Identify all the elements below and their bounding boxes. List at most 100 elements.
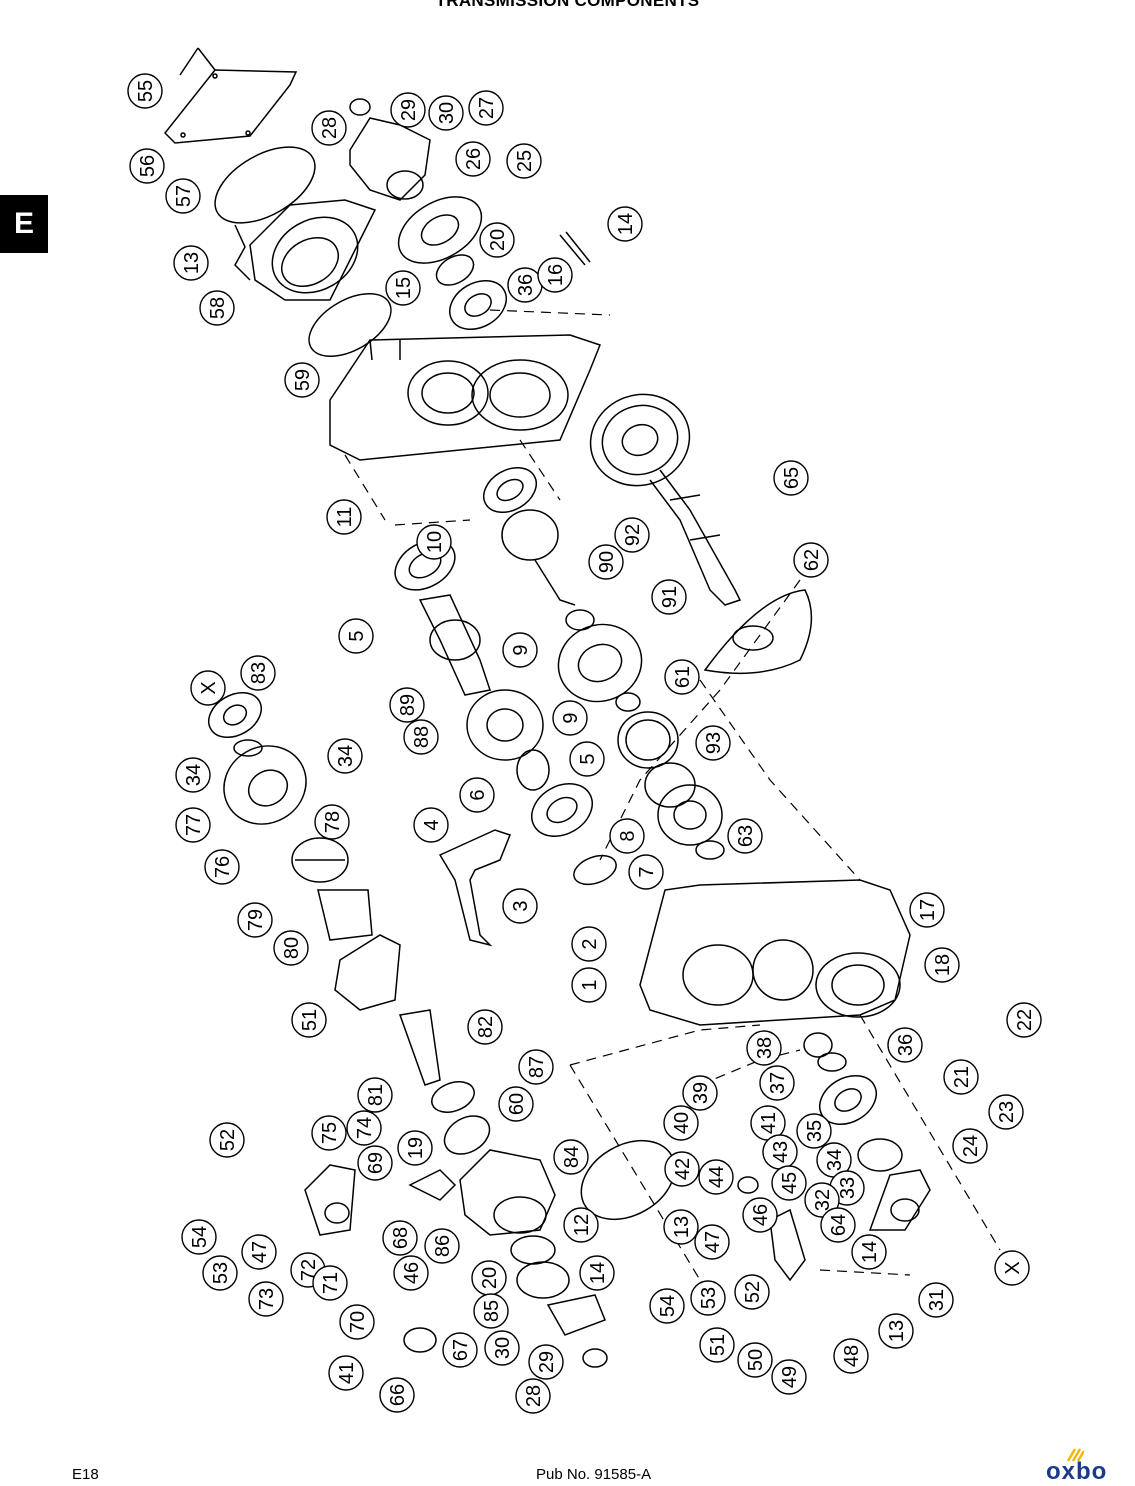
callout-number: 83 (248, 662, 270, 684)
callout-circle (199, 290, 235, 326)
callout-circle (1006, 1002, 1042, 1038)
callout-34: 34 (816, 1142, 852, 1178)
callout-number: 53 (698, 1287, 720, 1309)
callout-42: 42 (664, 1151, 700, 1187)
callout-50: 50 (737, 1342, 773, 1378)
callout-circle (773, 460, 809, 496)
callout-circle (202, 1255, 238, 1291)
bracket-32 (868, 1169, 931, 1231)
callout-number: 28 (523, 1385, 545, 1407)
callout-number: 51 (707, 1334, 729, 1356)
callout-36: 36 (507, 267, 543, 303)
callout-60: 60 (498, 1086, 534, 1122)
callout-number: 13 (671, 1216, 693, 1238)
callout-number: 15 (393, 277, 415, 299)
callout-40: 40 (663, 1105, 699, 1141)
callout-35: 35 (796, 1113, 832, 1149)
callout-circle (204, 849, 240, 885)
callout-59: 59 (284, 362, 320, 398)
callout-number: 34 (335, 745, 357, 767)
callout-56: 56 (129, 148, 165, 184)
callout-81: 81 (357, 1077, 393, 1113)
gear-9-lower (615, 692, 641, 712)
callout-number: 1 (579, 979, 601, 990)
callout-number: 32 (812, 1189, 834, 1211)
callout-circle (553, 1139, 589, 1175)
callout-13: 13 (173, 245, 209, 281)
callout-circle (241, 1234, 277, 1270)
callout-41: 41 (328, 1355, 364, 1391)
bearing-36b (819, 1075, 877, 1125)
callout-circle (473, 1293, 509, 1329)
yoke-75 (304, 1164, 356, 1236)
callout-circle (804, 1182, 840, 1218)
callout-64: 64 (820, 1207, 856, 1243)
ring-37 (817, 1052, 847, 1072)
callout-circle (190, 670, 226, 706)
callout-circle (664, 1151, 700, 1187)
callout-circle (382, 1220, 418, 1256)
callout-82: 82 (467, 1009, 503, 1045)
callout-26: 26 (455, 141, 491, 177)
callout-39: 39 (682, 1075, 718, 1111)
callout-87: 87 (518, 1049, 554, 1085)
callout-52: 52 (209, 1122, 245, 1158)
callout-number: 93 (703, 732, 725, 754)
shaft-81 (398, 1009, 441, 1086)
callout-number: 5 (577, 753, 599, 764)
callout-number: 27 (476, 97, 498, 119)
callout-circle (314, 804, 350, 840)
bearing-5b (531, 783, 593, 837)
callout-62: 62 (793, 542, 829, 578)
logo-mark-icon (1066, 1448, 1084, 1462)
cap-66-67 (403, 1327, 437, 1353)
callout-number: 24 (960, 1135, 982, 1157)
callout-X: X (190, 670, 226, 706)
callout-32: 32 (804, 1182, 840, 1218)
callout-number: 46 (750, 1204, 772, 1226)
shaft-80 (317, 889, 373, 941)
gear-92 (589, 393, 691, 487)
callout-number: 23 (996, 1101, 1018, 1123)
gear-93 (657, 784, 723, 846)
callout-number: X (198, 681, 220, 694)
callout-circle (607, 206, 643, 242)
callout-circle (628, 854, 664, 890)
callout-circle (428, 95, 464, 131)
callout-70: 70 (339, 1304, 375, 1340)
callout-circle (165, 178, 201, 214)
callout-7: 7 (628, 854, 664, 890)
callout-circle (424, 1228, 460, 1264)
callout-number: 58 (207, 297, 229, 319)
callout-number: 45 (779, 1172, 801, 1194)
callout-circle (569, 741, 605, 777)
callout-number: 85 (481, 1300, 503, 1322)
callout-circle (614, 517, 650, 553)
callout-88: 88 (403, 719, 439, 755)
gasket-59 (308, 293, 392, 357)
yoke-68 (408, 1169, 457, 1201)
callout-number: 84 (561, 1146, 583, 1168)
callout-circle (175, 807, 211, 843)
callout-circle (127, 73, 163, 109)
callout-76: 76 (204, 849, 240, 885)
callout-circle (663, 1209, 699, 1245)
callout-circle (379, 1377, 415, 1413)
callout-circle (563, 1207, 599, 1243)
callout-79: 79 (237, 902, 273, 938)
callout-circle (502, 888, 538, 924)
case-1 (639, 879, 911, 1026)
callout-circle (468, 90, 504, 126)
callout-number: 43 (770, 1141, 792, 1163)
callout-number: 37 (767, 1072, 789, 1094)
bearing-83 (208, 691, 262, 739)
callout-circle (528, 1344, 564, 1380)
callout-number: 28 (319, 117, 341, 139)
callout-circle (346, 1110, 382, 1146)
callout-number: 40 (671, 1112, 693, 1134)
ring-82 (431, 1081, 475, 1113)
callout-number: 36 (895, 1034, 917, 1056)
callout-43: 43 (762, 1134, 798, 1170)
gear-88 (466, 689, 544, 761)
callout-45: 45 (771, 1165, 807, 1201)
